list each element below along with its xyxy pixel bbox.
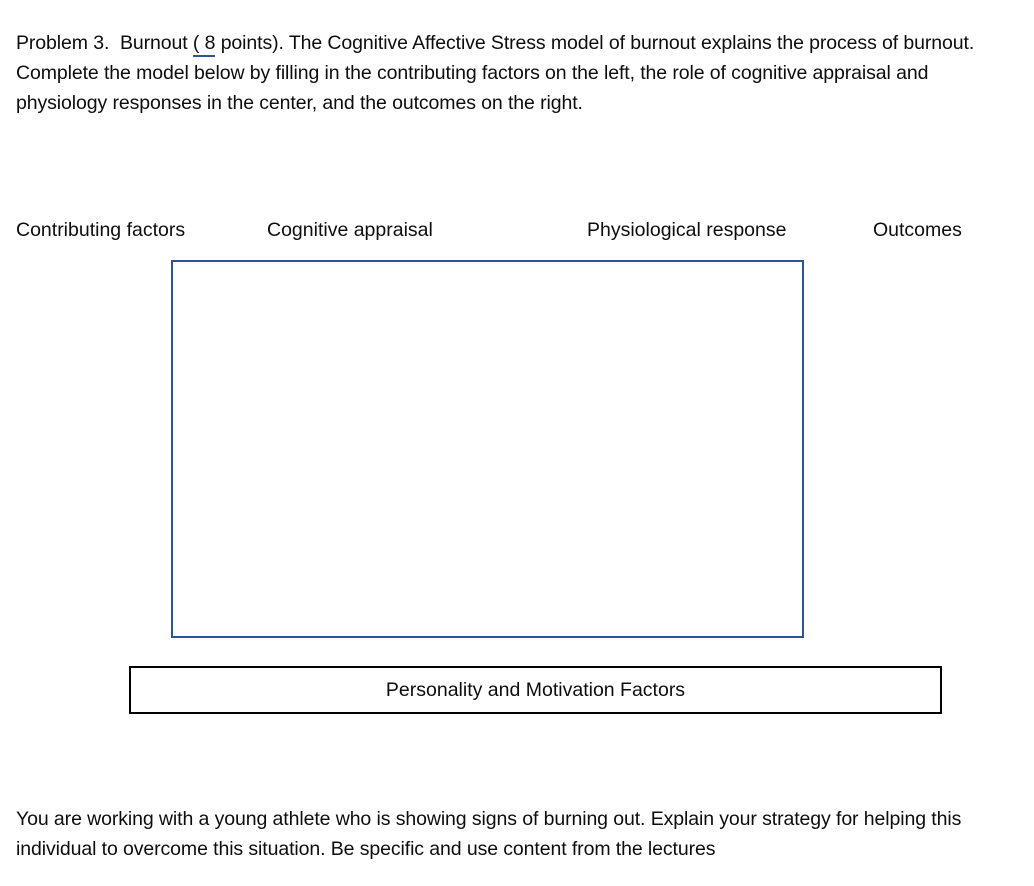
closing-paragraph: You are working with a young athlete who… — [16, 807, 962, 860]
points-value: 8 — [204, 31, 216, 54]
points-suffix: points). — [220, 31, 284, 54]
personality-motivation-factors-box: Personality and Motivation Factors — [129, 666, 942, 714]
column-header-cognitive-appraisal: Cognitive appraisal — [267, 219, 433, 241]
column-header-contributing-factors: Contributing factors — [16, 219, 186, 241]
intro-spacer-1 — [109, 32, 120, 54]
diagram-column-headers: Contributing factors Cognitive appraisal… — [0, 216, 1034, 244]
column-header-physiological-response: Physiological response — [587, 219, 787, 241]
model-answer-box[interactable] — [171, 260, 804, 638]
intro-body-text: The Cognitive Affective Stress model of … — [16, 31, 975, 114]
intro-paragraph: Problem 3. Burnout ( 8 points). The Cogn… — [16, 28, 1016, 118]
personality-motivation-factors-label: Personality and Motivation Factors — [385, 679, 686, 701]
problem-label: Problem 3. — [16, 31, 110, 54]
problem-topic: Burnout — [119, 31, 188, 54]
column-header-outcomes: Outcomes — [873, 219, 962, 241]
points-open-paren: ( — [192, 31, 200, 54]
points-blank: ( 8 — [192, 31, 216, 57]
